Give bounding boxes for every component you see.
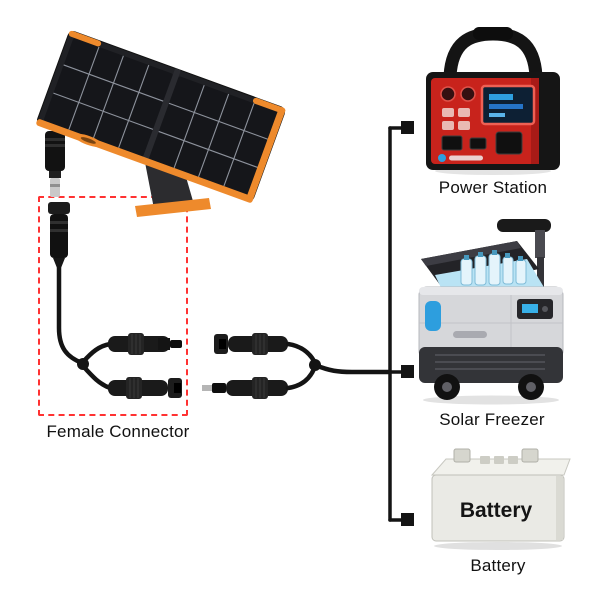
solar-freezer-label: Solar Freezer <box>439 410 545 429</box>
solar-panel-face <box>36 30 286 203</box>
mc4-male-connector <box>108 333 182 355</box>
panel-fold-hinge <box>141 68 181 165</box>
battery-body: Battery <box>431 474 565 542</box>
power-station-buttons <box>442 108 470 130</box>
freezer-base <box>419 347 563 383</box>
battery-face-text: Battery <box>460 499 533 522</box>
y-branch-cable-left <box>77 333 182 399</box>
branch-plug-power-station <box>388 121 414 134</box>
brand-logo <box>453 331 487 338</box>
mc4-male-connector <box>202 377 288 399</box>
branch-plug-battery <box>388 513 414 526</box>
branch-plug-solar-freezer <box>388 365 414 378</box>
battery-illustration: Battery <box>430 448 571 550</box>
mc4-female-connector <box>108 377 182 399</box>
power-station-display <box>480 84 536 126</box>
power-station-ports <box>441 131 523 155</box>
power-station-illustration <box>426 27 560 175</box>
battery-label: Battery <box>470 556 526 575</box>
solar-freezer-illustration <box>418 219 564 405</box>
power-station-handle <box>443 27 543 83</box>
panel-handle <box>74 133 103 148</box>
freezer-side-latch <box>425 301 441 331</box>
freezer-trolley-handle <box>497 219 551 295</box>
dc-male-plug <box>45 131 65 197</box>
power-station-knobs <box>440 86 476 102</box>
solar-panel <box>36 30 286 217</box>
female-connector-highlight-box <box>38 196 188 416</box>
freezer-body <box>418 286 564 360</box>
freezer-control-panel <box>517 299 553 319</box>
female-connector-label: Female Connector <box>46 422 190 441</box>
dc-female-connector <box>48 202 70 268</box>
freezer-bottles <box>460 250 527 286</box>
brand-logo <box>438 154 483 162</box>
y-branch-cable-right <box>202 333 393 399</box>
mc4-female-connector <box>214 333 288 355</box>
female-connector-cable <box>56 265 85 366</box>
power-station-label: Power Station <box>438 178 548 197</box>
connection-bus-line <box>388 121 414 526</box>
freezer-wheels <box>434 374 544 400</box>
battery-terminals <box>453 448 539 464</box>
